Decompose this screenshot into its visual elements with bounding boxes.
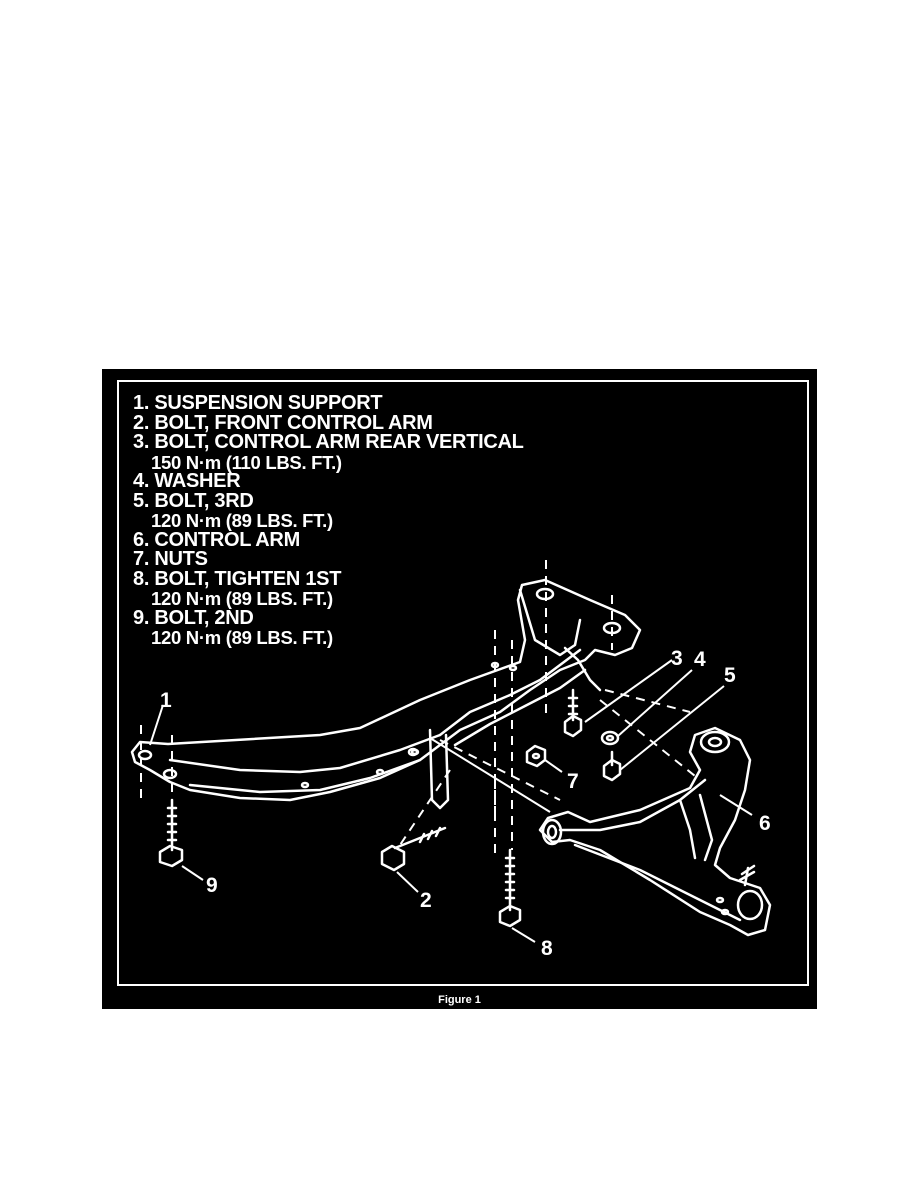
legend-item: 8. BOLT, TIGHTEN 1ST — [133, 567, 342, 590]
legend-item: 3. BOLT, CONTROL ARM REAR VERTICAL — [133, 431, 524, 453]
callout-8: 8 — [541, 937, 553, 960]
callout-4: 4 — [694, 648, 706, 671]
callout-6: 6 — [759, 812, 771, 835]
callout-9: 9 — [206, 874, 218, 897]
callout-3: 3 — [671, 647, 683, 670]
legend-torque-spec: 120 N·m (89 LBS. FT.) — [151, 510, 333, 531]
legend-torque-spec: 120 N·m (89 LBS. FT.) — [151, 627, 333, 648]
parts-legend: 1. SUSPENSION SUPPORT 2. BOLT, FRONT CON… — [133, 392, 633, 648]
legend-item: 2. BOLT, FRONT CONTROL ARM — [133, 411, 433, 434]
legend-item: 5. BOLT, 3RD — [133, 489, 254, 512]
legend-item: 9. BOLT, 2ND — [133, 606, 254, 629]
figure-panel — [102, 369, 817, 1009]
legend-item: 6. CONTROL ARM — [133, 528, 300, 551]
figure-caption: Figure 1 — [438, 994, 481, 1006]
control-arm — [538, 726, 772, 937]
callout-2: 2 — [420, 889, 432, 912]
legend-torque-spec: 120 N·m (89 LBS. FT.) — [151, 588, 333, 609]
suspension-support — [130, 578, 642, 802]
legend-item: 1. SUSPENSION SUPPORT — [133, 392, 383, 414]
callout-7: 7 — [567, 770, 579, 793]
legend-item: 4. WASHER — [133, 470, 241, 492]
callout-1: 1 — [160, 689, 172, 712]
legend-item: 7. NUTS — [133, 548, 208, 570]
callout-5: 5 — [724, 664, 736, 687]
legend-torque-spec: 150 N·m (110 LBS. FT.) — [151, 451, 342, 473]
figure-frame — [117, 380, 809, 986]
